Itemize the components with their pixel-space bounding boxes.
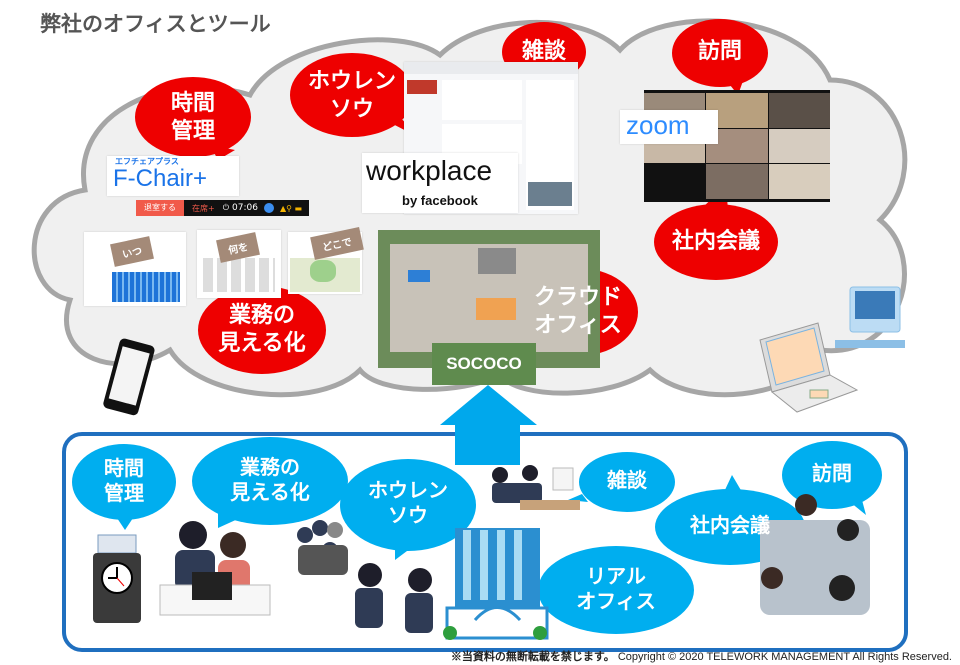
up-arrow-icon xyxy=(440,385,537,462)
fchair-bar-time: 07:06 xyxy=(232,203,258,213)
bubble-internal-meeting: 社内会議 xyxy=(671,229,760,254)
workplace-logo: workplace xyxy=(366,155,493,186)
fchair-leave-button[interactable]: 退室する xyxy=(136,200,184,216)
bubble-visualize-work: 業務の 見える化 xyxy=(218,303,306,356)
zoom-meeting-screenshot xyxy=(644,90,830,202)
fchair-logo: F-Chair+ xyxy=(113,165,208,192)
people-illustrations xyxy=(159,465,870,633)
bubble-real-visualize-work: 業務の 見える化 xyxy=(230,455,310,504)
laptop-icon xyxy=(759,322,859,413)
bubble-real-time-management: 時間 管理 xyxy=(104,456,144,505)
timer-icon: ⏻ xyxy=(222,203,230,212)
smartphone-icon xyxy=(103,338,155,416)
bubble-real-office: リアル オフィス xyxy=(576,564,656,613)
bubble-real-hourensou: ホウレン ソウ xyxy=(368,478,448,527)
map-screenshot xyxy=(288,232,362,294)
fchair-logo-card: エフチェアプラス F-Chair+ xyxy=(107,156,239,196)
footer-notice: ※当資料の無断転載を禁じます。 xyxy=(450,651,615,663)
desktop-pc-icon xyxy=(835,286,905,348)
bubble-cloud-office: クラウド オフィス xyxy=(533,285,622,338)
office-building-icon xyxy=(443,528,549,640)
page-title: 弊社のオフィスとツール xyxy=(40,12,271,36)
bubble-chat: 雑談 xyxy=(521,39,566,64)
bubble-real-internal-meeting: 社内会議 xyxy=(690,513,770,537)
footer: ※当資料の無断転載を禁じます。 Copyright © 2020 TELEWOR… xyxy=(451,648,952,664)
sococo-logo-card: SOCOCO xyxy=(432,343,536,385)
tray-icons: ▲⚲ ▬ xyxy=(279,203,303,213)
workplace-logo-card: workplace by facebook xyxy=(362,153,518,213)
fchair-kana: エフチェアプラス xyxy=(115,157,179,166)
time-clock-icon xyxy=(93,534,141,623)
photo-report-screenshot xyxy=(197,230,281,298)
share-icon[interactable] xyxy=(263,203,274,213)
bubble-real-chat: 雑談 xyxy=(607,468,647,492)
zoom-logo-card: zoom xyxy=(620,110,718,144)
bubble-real-visit: 訪問 xyxy=(812,461,852,485)
footer-copyright: Copyright © 2020 TELEWORK MANAGEMENT All… xyxy=(617,651,952,663)
schedule-screenshot xyxy=(84,232,186,306)
sococo-floorplan-screenshot xyxy=(378,230,600,368)
bubble-visit: 訪問 xyxy=(697,39,742,64)
bubble-hourensou: ホウレン ソウ xyxy=(307,69,396,122)
workplace-sub: by facebook xyxy=(402,193,478,208)
fchair-bar-brand: 在席+ xyxy=(192,203,215,213)
fchair-taskbar: 退室する 在席+ ⏻ 07:06 ▲⚲ ▬ xyxy=(136,200,309,216)
sococo-logo: SOCOCO xyxy=(446,354,522,373)
bubble-time-management: 時間 管理 xyxy=(170,91,215,144)
zoom-logo: zoom xyxy=(626,110,690,140)
